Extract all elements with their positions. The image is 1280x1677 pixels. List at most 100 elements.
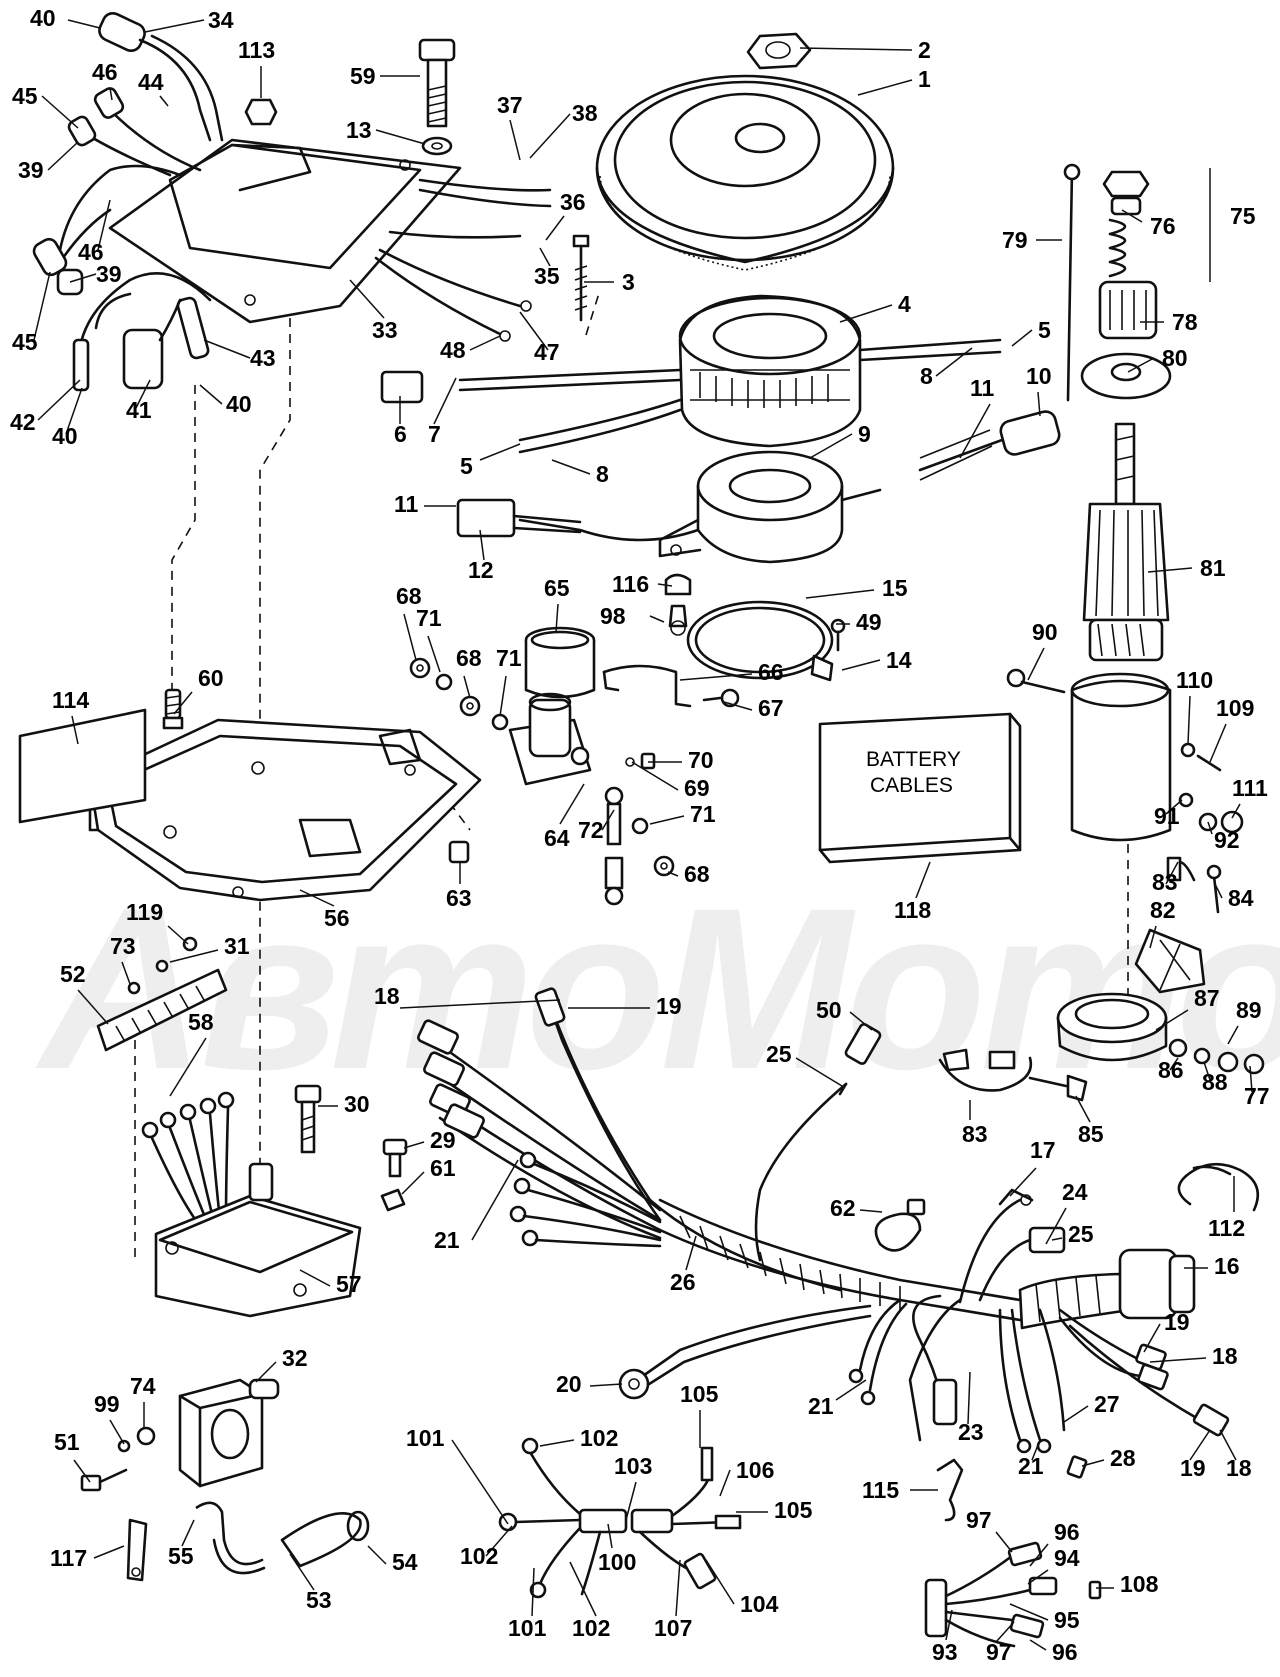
part-label-28: 28 <box>1110 1445 1136 1471</box>
part-label-48: 48 <box>440 337 466 363</box>
part-label-2: 2 <box>918 37 931 63</box>
leader-85 <box>1075 1095 1091 1123</box>
leader-41 <box>135 379 151 409</box>
part-label-118: 118 <box>894 897 931 923</box>
leader-111 <box>1231 803 1241 819</box>
part-label-19b: 19 <box>1164 1309 1190 1335</box>
harness-100 <box>498 1437 742 1599</box>
leader-88 <box>1203 1061 1211 1081</box>
leader-2 <box>799 47 913 51</box>
part-label-83a: 83 <box>1152 869 1178 895</box>
part-label-42: 42 <box>10 409 36 435</box>
leader-20 <box>589 1383 623 1387</box>
part-label-16: 16 <box>1214 1253 1240 1279</box>
part-label-101a: 101 <box>406 1425 445 1451</box>
module-57 <box>141 1091 362 1318</box>
part-label-54: 54 <box>392 1549 418 1575</box>
leader-42 <box>37 379 81 421</box>
leader-73 <box>121 961 131 985</box>
leader-36 <box>545 215 565 241</box>
leader-90 <box>1027 647 1045 681</box>
leader-46a <box>109 87 113 101</box>
part-label-40c: 40 <box>52 423 78 449</box>
part-label-74: 74 <box>130 1373 156 1399</box>
leader-118 <box>915 861 931 899</box>
part-label-102b: 102 <box>460 1543 498 1569</box>
leader-19c <box>1189 1429 1211 1461</box>
part-label-73: 73 <box>110 933 136 959</box>
leader-110 <box>1187 695 1191 745</box>
switch-93 <box>924 1455 1102 1648</box>
band-83 <box>938 1048 1088 1102</box>
part-label-94: 94 <box>1054 1545 1080 1571</box>
leader-86 <box>1169 1057 1179 1071</box>
terminals-72 <box>604 786 624 906</box>
part-label-35: 35 <box>534 263 560 289</box>
leader-61 <box>401 1171 425 1195</box>
leader-102a <box>539 1439 575 1447</box>
leader-35 <box>539 247 551 267</box>
part-label-88: 88 <box>1202 1069 1228 1095</box>
part-label-102c: 102 <box>572 1615 610 1641</box>
leader-11a <box>959 403 991 459</box>
leader-13 <box>375 129 426 145</box>
armature-81 <box>1082 422 1170 662</box>
part-label-41: 41 <box>126 397 152 423</box>
leader-106 <box>719 1469 731 1497</box>
leader-29 <box>403 1141 425 1149</box>
leader-38 <box>529 113 571 159</box>
sleeve-65 <box>524 626 596 699</box>
leader-32 <box>255 1361 277 1383</box>
leader-47 <box>519 311 549 351</box>
leader-31 <box>169 949 219 963</box>
part-label-68a: 68 <box>396 583 422 609</box>
coil-32 <box>80 1378 280 1492</box>
part-label-12: 12 <box>468 557 494 583</box>
leader-33 <box>349 279 385 319</box>
part-label-68c: 68 <box>684 861 710 887</box>
part-label-92: 92 <box>1214 827 1240 853</box>
battery-box-line2: CABLES <box>870 774 953 797</box>
leader-5b <box>479 443 521 461</box>
part-label-63: 63 <box>446 885 472 911</box>
leader-84 <box>1213 881 1223 899</box>
part-label-68b: 68 <box>456 645 482 671</box>
part-label-84: 84 <box>1228 885 1254 911</box>
leader-44 <box>159 95 169 107</box>
leader-58 <box>169 1037 207 1097</box>
part-label-3: 3 <box>622 269 635 295</box>
part-label-40b: 40 <box>226 391 252 417</box>
leader-40b <box>199 384 223 405</box>
leader-91 <box>1165 799 1183 815</box>
leader-45a <box>41 95 79 129</box>
part-label-100: 100 <box>598 1549 636 1575</box>
part-label-59: 59 <box>350 63 376 89</box>
leader-72 <box>601 809 615 831</box>
misc-clips <box>838 1023 1259 1252</box>
part-label-45b: 45 <box>12 329 38 355</box>
fasteners-top <box>244 38 456 156</box>
part-label-21b: 21 <box>808 1393 834 1419</box>
part-label-20: 20 <box>556 1371 582 1397</box>
part-label-32: 32 <box>282 1345 308 1371</box>
leader-40c <box>65 387 83 435</box>
part-label-72: 72 <box>578 817 604 843</box>
part-label-75: 75 <box>1230 203 1256 229</box>
leader-104 <box>705 1559 735 1605</box>
connector-12 <box>456 498 582 538</box>
leader-97b <box>995 1621 1015 1643</box>
part-label-44: 44 <box>138 69 164 95</box>
coil-9 <box>518 450 882 564</box>
harness-left-33 <box>32 87 212 392</box>
leader-37 <box>509 119 521 161</box>
part-label-77: 77 <box>1244 1083 1270 1109</box>
part-label-91: 91 <box>1154 803 1180 829</box>
leader-53 <box>289 1553 315 1591</box>
leader-1 <box>857 79 913 96</box>
leader-21b <box>835 1379 867 1401</box>
leader-24 <box>1045 1207 1067 1245</box>
part-label-33: 33 <box>372 317 398 343</box>
leader-18b <box>1149 1357 1207 1363</box>
watermark: АвтоМото <box>35 860 1280 1117</box>
leader-100 <box>607 1523 613 1549</box>
